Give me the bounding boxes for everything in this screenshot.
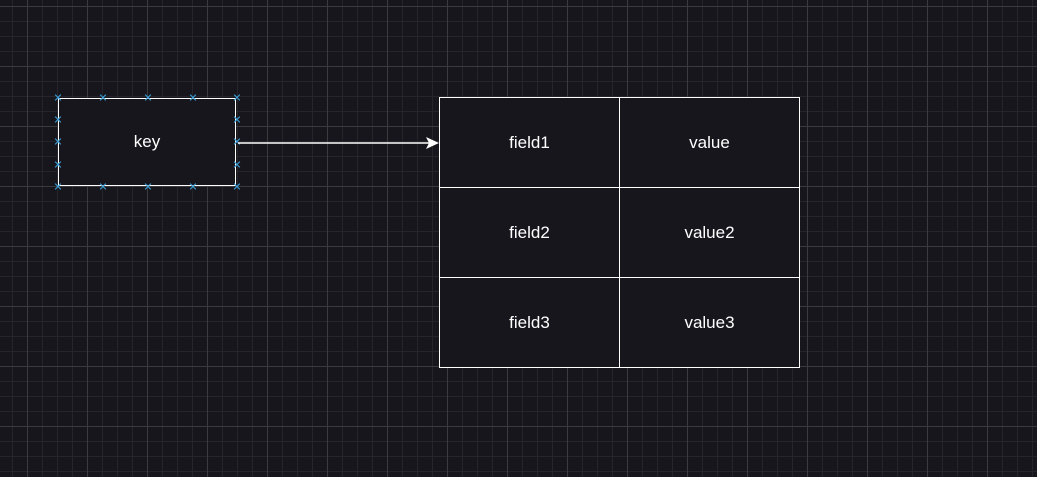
selection-handle-icon[interactable]: ✕ [143,91,153,105]
selection-handle-icon[interactable]: ✕ [98,91,108,105]
selection-handle-icon[interactable]: ✕ [232,158,242,172]
key-shape[interactable]: key [58,98,236,186]
field-cell[interactable]: field1 [439,97,620,188]
selection-handle-icon[interactable]: ✕ [188,91,198,105]
table-row: field1 value [439,97,800,188]
value-cell[interactable]: value3 [619,277,800,368]
selection-handle-icon[interactable]: ✕ [232,135,242,149]
selection-handle-icon[interactable]: ✕ [232,91,242,105]
field-cell[interactable]: field3 [439,277,620,368]
selection-handle-icon[interactable]: ✕ [98,180,108,194]
selection-handle-icon[interactable]: ✕ [232,180,242,194]
key-label: key [133,132,161,151]
selection-handle-icon[interactable]: ✕ [53,135,63,149]
selection-handle-icon[interactable]: ✕ [188,180,198,194]
value-cell[interactable]: value2 [619,187,800,278]
selection-handle-icon[interactable]: ✕ [53,91,63,105]
value-cell[interactable]: value [619,97,800,188]
field-cell[interactable]: field2 [439,187,620,278]
table-row: field2 value2 [439,187,800,278]
selection-handle-icon[interactable]: ✕ [53,158,63,172]
selection-handle-icon[interactable]: ✕ [143,180,153,194]
selection-handle-icon[interactable]: ✕ [232,113,242,127]
selection-handle-icon[interactable]: ✕ [53,180,63,194]
arrowhead-icon [426,137,439,149]
hash-table[interactable]: field1 value field2 value2 field3 value3 [439,97,800,368]
table-row: field3 value3 [439,277,800,368]
selection-handle-icon[interactable]: ✕ [53,113,63,127]
